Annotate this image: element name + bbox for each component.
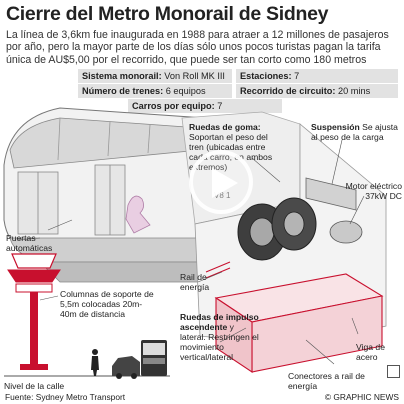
spec-stations: Estaciones: 7 — [236, 69, 398, 83]
spec-value: 7 — [291, 71, 300, 81]
label-rail-connectors: Conectores a rail de energía — [288, 371, 365, 391]
label-street-level: Nivel de la calle — [4, 381, 65, 391]
intro-text: La línea de 3,6km fue inaugurada en 1988… — [6, 29, 389, 66]
spec-value: 7 — [214, 101, 223, 111]
suspension-text: Se ajusta al peso de la carga — [311, 122, 398, 142]
label-power-rail: Rail de energía — [180, 272, 210, 292]
spec-trains: Número de trenes: 6 equipos — [78, 84, 232, 98]
spec-label: Estaciones: — [240, 71, 292, 81]
spec-circuit: Recorrido de circuito: 20 mins — [236, 84, 398, 98]
label-doors: Puertas automáticas — [6, 233, 53, 253]
spec-label: Recorrido de circuito: — [240, 86, 336, 96]
spec-value: 6 equipos — [163, 86, 206, 96]
play-button[interactable] — [189, 150, 253, 214]
label-steel-beam: Viga de acero — [356, 342, 385, 362]
spec-system: Sistema monorail: Von Roll MK III — [78, 69, 232, 83]
spec-label: Carros por equipo: — [132, 101, 215, 111]
rubber-wheels-title: Ruedas de goma: — [189, 122, 261, 132]
spec-value: 20 mins — [335, 86, 371, 96]
page-title: Cierre del Metro Monorail de Sidney — [6, 3, 329, 25]
label-drive-wheels: Ruedas de impulso ascendente y lateral. … — [180, 312, 260, 362]
play-icon — [212, 168, 238, 198]
spec-label: Sistema monorail: — [82, 71, 162, 81]
label-suspension: Suspensión Se ajusta al peso de la carga — [311, 122, 401, 142]
source-credit: Fuente: Sydney Metro Transport — [5, 392, 126, 402]
spec-cars: Carros por equipo: 7 — [128, 99, 282, 113]
spec-label: Número de trenes: — [82, 86, 164, 96]
suspension-title: Suspensión — [311, 122, 360, 132]
drive-wheels-text: y lateral. Restringen el movimiento vert… — [180, 322, 259, 362]
drive-wheels-title: Ruedas de impulso ascendente — [180, 312, 259, 332]
fullscreen-icon[interactable] — [387, 365, 400, 378]
label-columns: Columnas de soporte de 5,5m colocadas 20… — [60, 289, 154, 319]
label-motor: Motor eléctrico 37kW DC — [345, 181, 402, 201]
spec-value: Von Roll MK III — [161, 71, 225, 81]
brand-credit: © GRAPHIC NEWS — [324, 392, 399, 402]
